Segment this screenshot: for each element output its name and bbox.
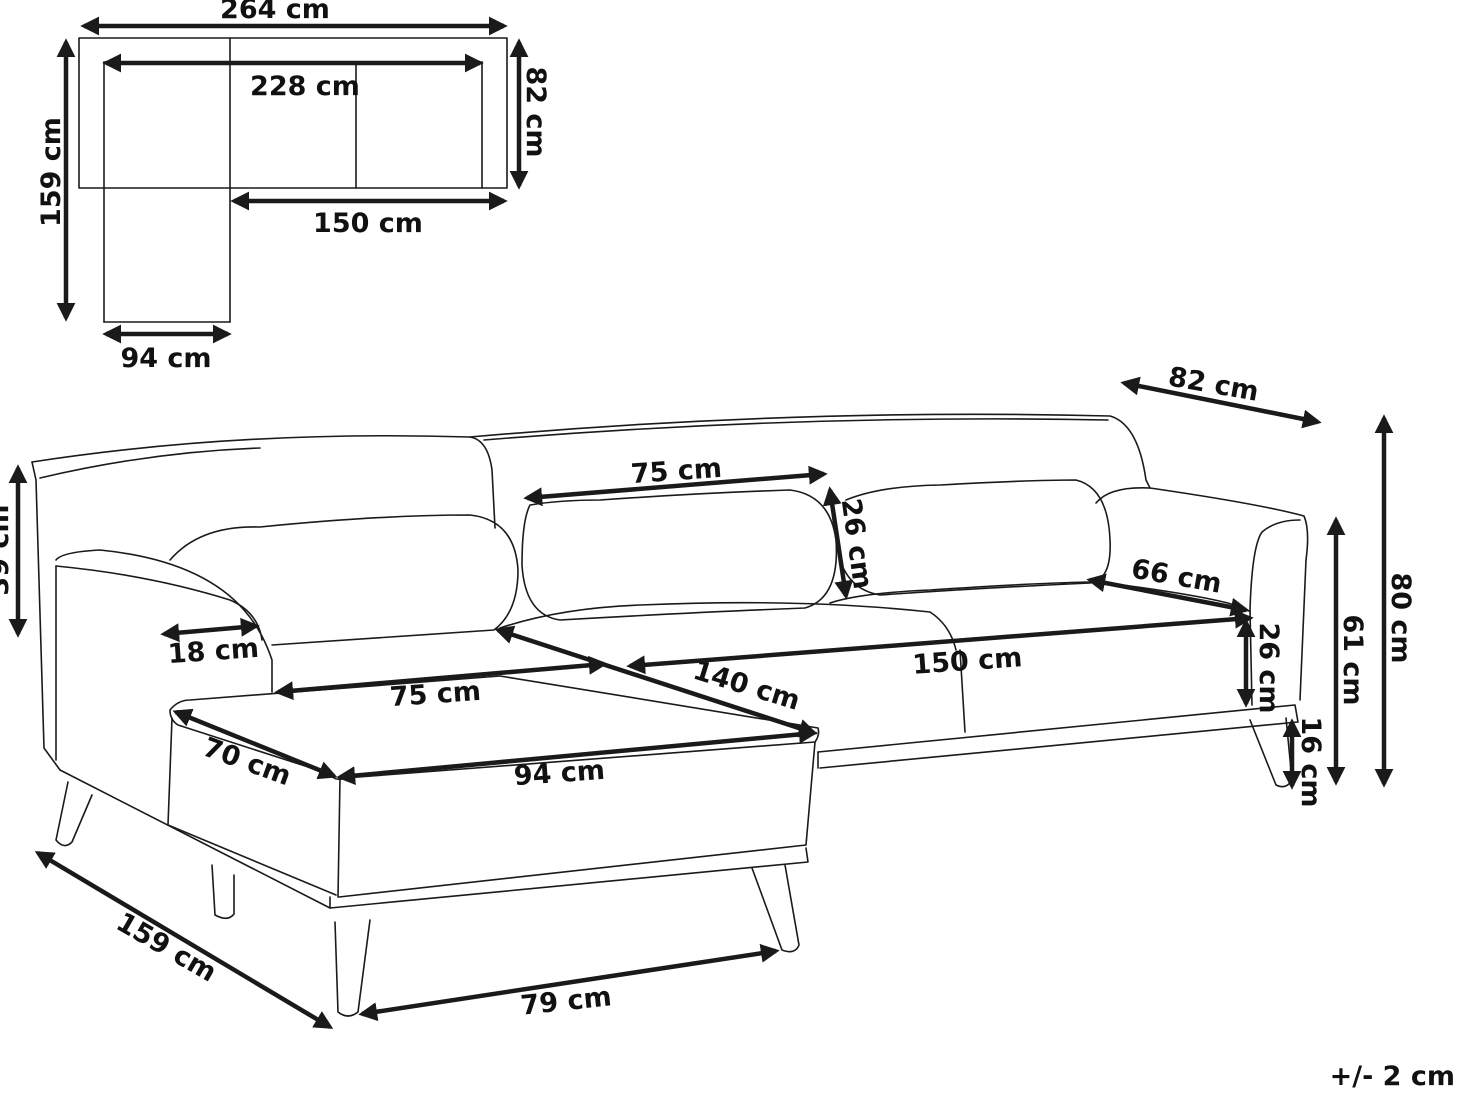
view-dimensions: 82 cm 75 cm 26 cm 39 cm 18 cm 75 cm 140 … [0,361,1416,1029]
right-backrest [469,413,1151,489]
leg-back-left [55,781,93,847]
chaise-side-length-arrow [34,851,334,1029]
leg-height-label: 16 cm [1295,716,1326,807]
chaise-leg-spacing-arrow [358,943,780,1022]
chaise-front-depth-arrow [172,708,338,780]
seat-width-arrow [626,609,1254,675]
plan-total-width-label: 264 cm [220,0,330,25]
plan-chaise-width-label: 94 cm [120,343,211,374]
tolerance-note: +/- 2 cm [1330,1061,1455,1092]
seat-width-label: 150 cm [912,642,1024,681]
chaise-front-width-label: 94 cm [513,755,606,792]
plan-chaise-length-label: 159 cm [36,117,67,227]
total-height-label: 80 cm [1385,572,1416,663]
pillow-width-arrow [523,465,828,507]
middle-seat [499,601,957,651]
seat-height-label: 61 cm [1337,614,1368,705]
plan-view: 264 cm 228 cm 82 cm 159 cm 150 cm 94 cm [36,0,551,374]
leg-middle-left [211,864,235,920]
sofa-drawing [31,413,1309,1017]
chaise-side-length-label: 159 cm [111,907,222,989]
leg-front-left [334,919,371,1017]
left-backrest [31,434,496,529]
backrest-height-label: 39 cm [0,504,15,595]
right-armrest [1095,486,1309,701]
left-armrest [55,549,273,693]
chaise-front [337,777,341,898]
leg-back-right [1249,717,1293,788]
leg-front-right [751,864,800,953]
armrest-width-arrow [160,617,260,643]
left-pillow [169,514,519,646]
armrest-width-label: 18 cm [167,633,260,670]
left-seat-width-label: 75 cm [389,676,482,713]
right-pillow [839,479,1111,596]
seat-depth-arrow [1086,573,1250,617]
middle-pillow [521,489,838,621]
chaise-front-width-arrow [336,724,818,786]
plan-sofa-part-label: 150 cm [313,208,423,239]
seat-height-back-label: 26 cm [1253,622,1284,713]
plan-inner-width-label: 228 cm [250,71,360,102]
depth-top-arrow [1120,376,1322,429]
chaise-seat-depth-label: 140 cm [689,655,803,717]
pillow-width-label: 75 cm [630,453,723,490]
sofa-base [817,704,1299,769]
pillow-height-arrow [822,486,854,600]
left-backrest-side [31,461,61,771]
chaise-base [59,769,809,909]
chaise-seat-depth-arrow [494,625,818,738]
plan-depth-label: 82 cm [520,66,551,157]
